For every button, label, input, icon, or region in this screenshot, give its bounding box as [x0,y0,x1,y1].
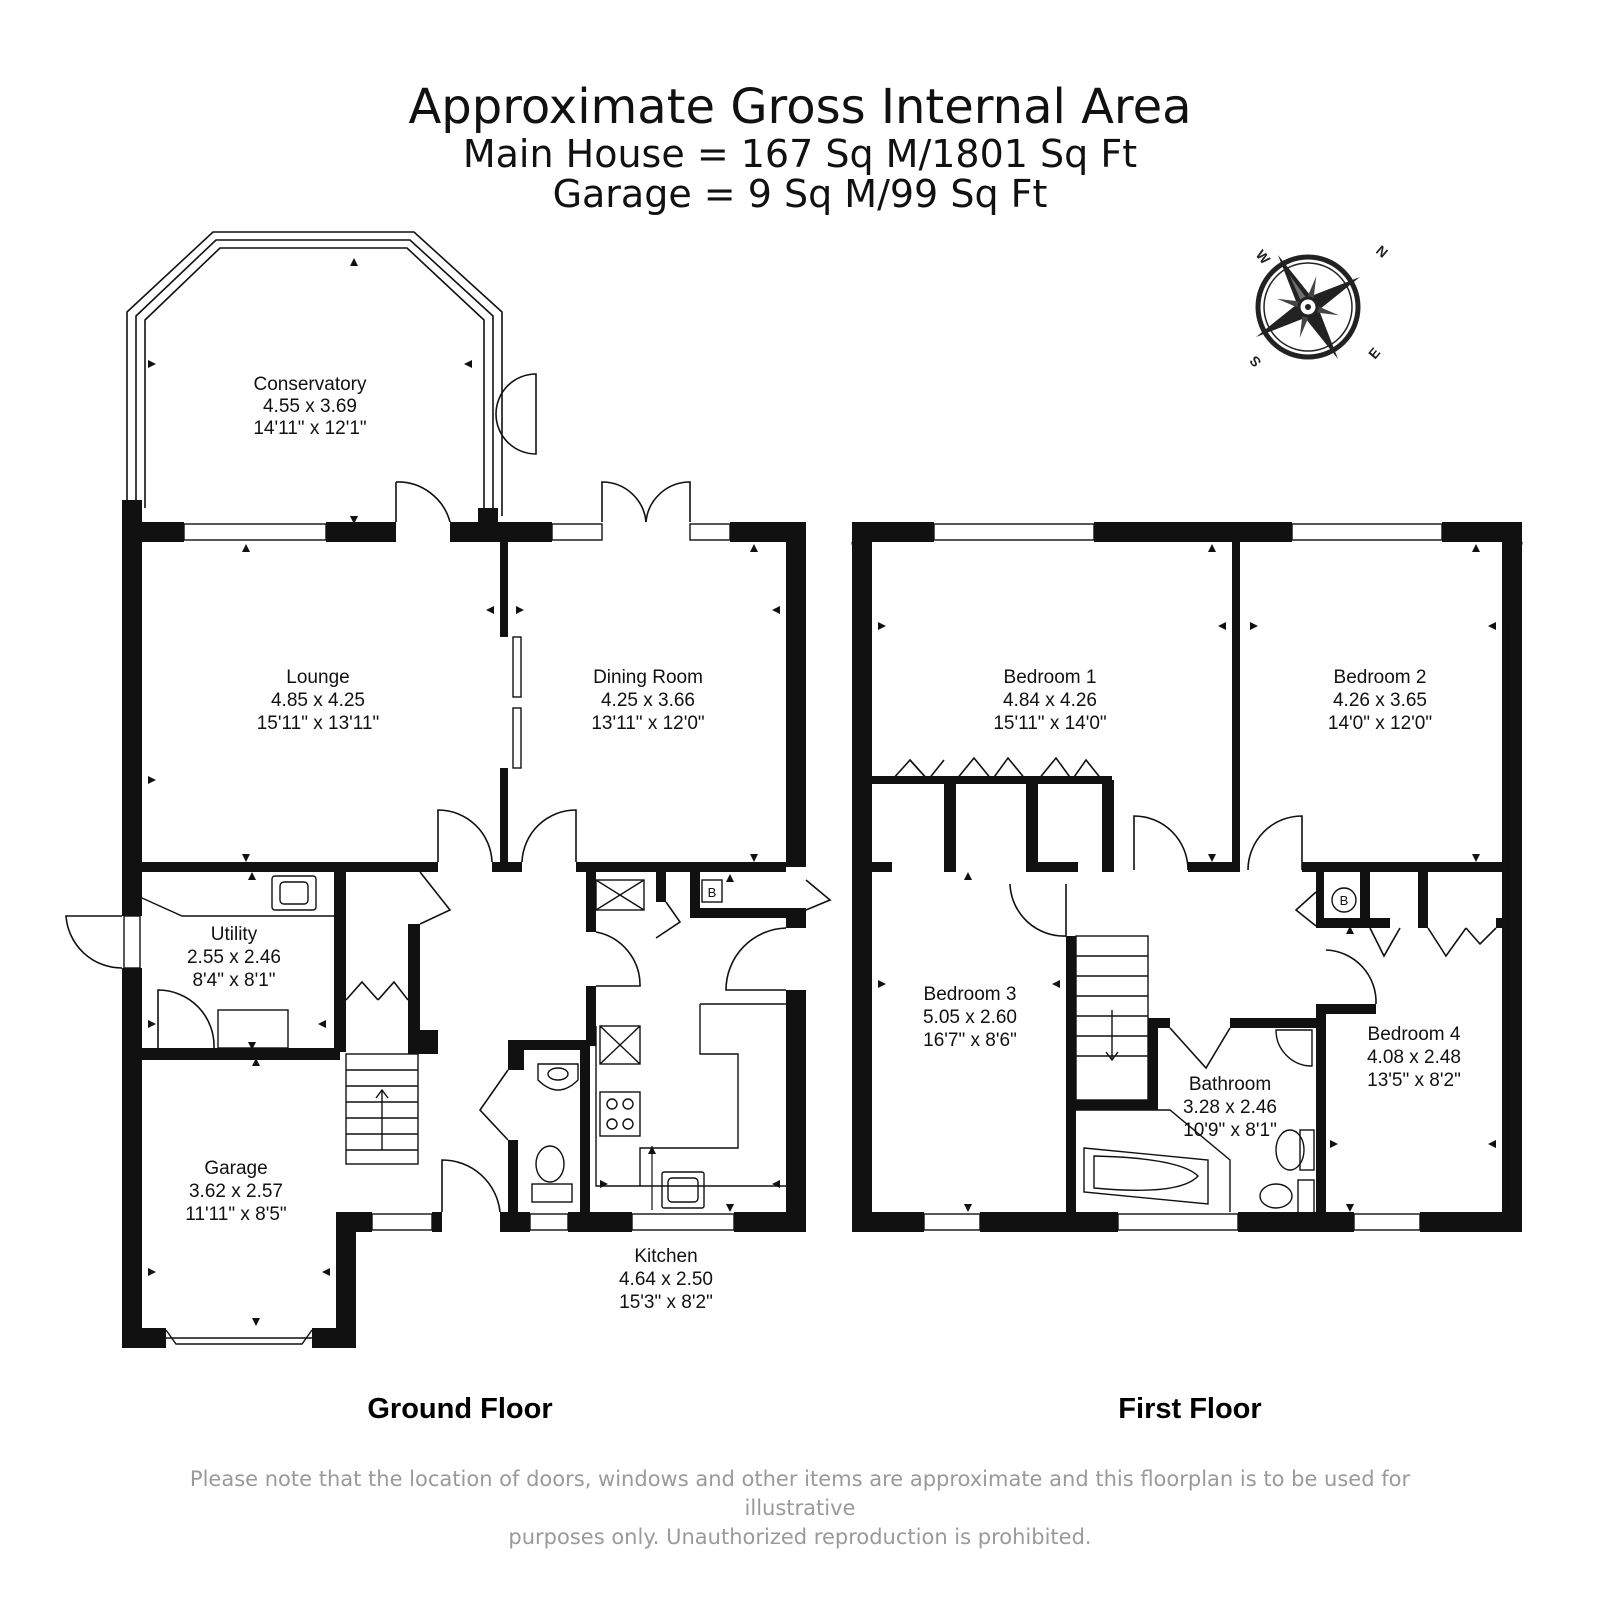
main-house-area: Main House = 167 Sq M/1801 Sq Ft [462,132,1138,176]
room-conservatory: Conservatory 4.55 x 3.69 14'11" x 12'1" [253,374,367,439]
ground-boiler-icon: B [701,879,723,903]
first-floor-plan: B Bedroom 1 4.84 x 4.26 15'11" x 14'0" B… [851,522,1523,1425]
svg-text:Garage: Garage [204,1158,267,1179]
svg-text:2.55 x 2.46: 2.55 x 2.46 [187,947,281,968]
disclaimer-line2: purposes only. Unauthorized reproduction… [508,1525,1092,1549]
svg-text:15'11" x 13'11": 15'11" x 13'11" [257,713,380,734]
area-title: Approximate Gross Internal Area [408,79,1192,135]
garage-area: Garage = 9 Sq M/99 Sq Ft [552,172,1048,216]
first-boiler-icon: B [1331,887,1357,913]
svg-text:4.25 x 3.66: 4.25 x 3.66 [601,690,695,711]
ground-floor-doors [65,373,832,1213]
room-lounge: Lounge 4.85 x 4.25 15'11" x 13'11" [257,667,380,734]
disclaimer-line1: Please note that the location of doors, … [189,1467,1411,1520]
first-stairs [1075,935,1149,1101]
room-utility: Utility 2.55 x 2.46 8'4" x 8'1" [187,924,281,991]
svg-text:5.05 x 2.60: 5.05 x 2.60 [923,1007,1017,1028]
room-bedroom3: Bedroom 3 5.05 x 2.60 16'7" x 8'6" [923,984,1017,1051]
room-bedroom1: Bedroom 1 4.84 x 4.26 15'11" x 14'0" [993,667,1106,734]
svg-text:B: B [708,885,717,900]
svg-text:Bedroom 2: Bedroom 2 [1334,667,1427,688]
svg-text:4.64 x 2.50: 4.64 x 2.50 [619,1269,713,1290]
compass-south: S [1246,353,1264,370]
svg-text:4.55 x 3.69: 4.55 x 3.69 [263,396,357,417]
ground-measure-ticks [148,258,780,1326]
svg-text:3.62 x 2.57: 3.62 x 2.57 [189,1181,283,1202]
ground-floor-windows [123,523,735,1231]
compass-west: W [1253,247,1274,268]
svg-text:16'7" x 8'6": 16'7" x 8'6" [923,1030,1017,1051]
room-bedroom4: Bedroom 4 4.08 x 2.48 13'5" x 8'2" [1367,1024,1461,1091]
svg-text:15'11" x 14'0": 15'11" x 14'0" [993,713,1106,734]
kitchen-fittings [595,879,786,1209]
svg-text:8'4" x 8'1": 8'4" x 8'1" [192,970,275,991]
first-floor-windows [923,523,1443,1231]
svg-text:4.08 x 2.48: 4.08 x 2.48 [1367,1047,1461,1068]
svg-text:Bedroom 1: Bedroom 1 [1004,667,1097,688]
wc-fittings [531,1063,579,1203]
title-block: Approximate Gross Internal Area Main Hou… [0,80,1600,214]
conservatory-glazing [126,231,503,516]
svg-text:11'11" x 8'5": 11'11" x 8'5" [185,1204,286,1225]
svg-text:Dining Room: Dining Room [593,667,703,688]
ground-floor-plan: B Conservatory 4.55 x 3.69 14'11" x 12'1… [65,231,832,1425]
svg-text:13'5" x 8'2": 13'5" x 8'2" [1367,1070,1461,1091]
svg-text:15'3" x 8'2": 15'3" x 8'2" [619,1292,713,1313]
bathroom-fittings [1076,1029,1315,1215]
svg-text:B: B [1340,893,1349,908]
svg-text:10'9" x 8'1": 10'9" x 8'1" [1183,1120,1277,1141]
disclaimer: Please note that the location of doors, … [150,1465,1450,1552]
room-dining: Dining Room 4.25 x 3.66 13'11" x 12'0" [591,667,704,734]
room-kitchen: Kitchen 4.64 x 2.50 15'3" x 8'2" [619,1246,713,1313]
svg-text:Kitchen: Kitchen [634,1246,697,1267]
sliding-doors [512,636,522,769]
garage-door [165,1329,313,1345]
svg-text:Bedroom 3: Bedroom 3 [924,984,1017,1005]
compass-east: E [1365,344,1383,361]
ground-stairs [345,1053,419,1165]
svg-text:14'11" x 12'1": 14'11" x 12'1" [253,418,366,439]
first-floor-doors [891,756,1497,1070]
compass-rose-icon: N E S W [1246,242,1391,370]
svg-text:4.26 x 3.65: 4.26 x 3.65 [1333,690,1427,711]
room-bedroom2: Bedroom 2 4.26 x 3.65 14'0" x 12'0" [1328,667,1432,734]
svg-text:Bathroom: Bathroom [1189,1074,1271,1095]
svg-text:Lounge: Lounge [286,667,349,688]
first-floor-label: First Floor [1118,1393,1261,1425]
svg-text:4.85 x 4.25: 4.85 x 4.25 [271,690,365,711]
svg-text:Conservatory: Conservatory [254,374,367,395]
svg-text:13'11" x 12'0": 13'11" x 12'0" [591,713,704,734]
first-measure-ticks [878,544,1496,1212]
svg-text:14'0" x 12'0": 14'0" x 12'0" [1328,713,1432,734]
svg-text:Bedroom 4: Bedroom 4 [1368,1024,1461,1045]
ground-floor-walls [122,522,806,1348]
first-floor-walls [852,522,1522,1232]
svg-text:4.84 x 4.26: 4.84 x 4.26 [1003,690,1097,711]
first-floor-edge [851,541,867,1212]
svg-text:Utility: Utility [211,924,258,945]
ground-floor-label: Ground Floor [367,1393,552,1425]
svg-text:3.28 x 2.46: 3.28 x 2.46 [1183,1097,1277,1118]
compass-north: N [1373,242,1391,261]
room-garage: Garage 3.62 x 2.57 11'11" x 8'5" [185,1158,286,1225]
room-bathroom: Bathroom 3.28 x 2.46 10'9" x 8'1" [1183,1074,1277,1141]
